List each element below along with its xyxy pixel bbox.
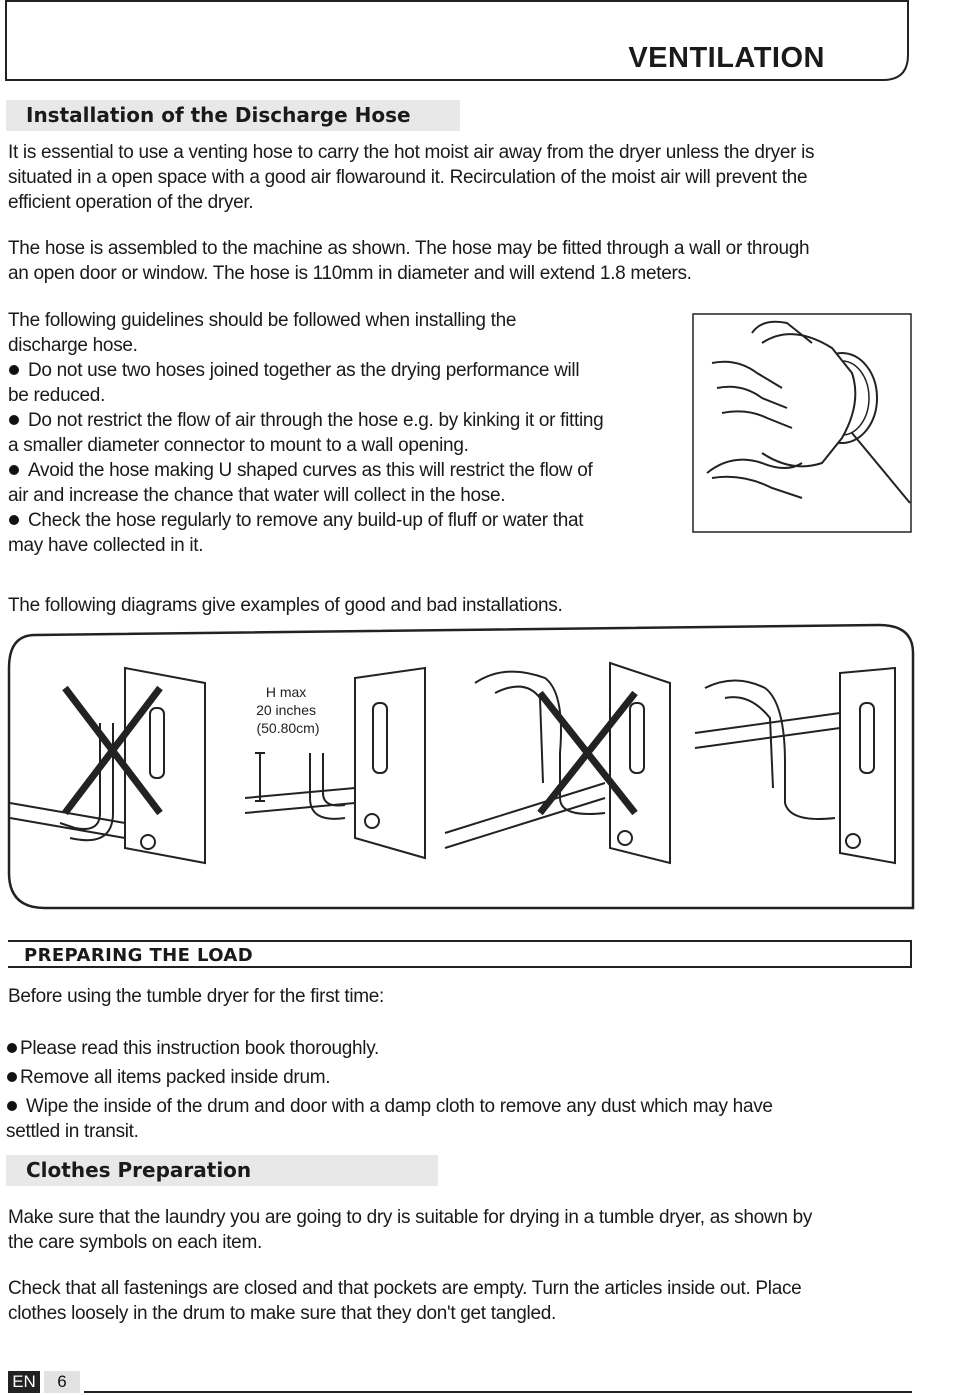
bad-install-diagram-1 [9, 666, 206, 865]
bad-install-diagram-2 [444, 661, 671, 865]
header-frame [5, 0, 909, 81]
preparing-intro: Before using the tumble dryer for the fi… [8, 986, 385, 1007]
hose-attachment-illustration [692, 313, 912, 533]
discharge-para-1: It is essential to use a venting hose to… [8, 142, 815, 213]
bullet-icon [9, 514, 19, 525]
section-heading-discharge-hose: Installation of the Discharge Hose [6, 100, 460, 131]
bullet-icon [7, 1071, 17, 1082]
preparing-item: Wipe the inside of the drum and door wit… [6, 1094, 912, 1119]
page-title: VENTILATION [628, 42, 825, 74]
preparing-item: Please read this instruction book thorou… [6, 1036, 912, 1061]
bullet-icon [7, 1042, 17, 1053]
guidelines-intro-line-1: The following guidelines should be follo… [8, 310, 517, 331]
clothes-para-1: Make sure that the laundry you are going… [8, 1207, 813, 1253]
guidelines-list: The following guidelines should be follo… [8, 308, 676, 558]
section-heading-preparing-the-load: PREPARING THE LOAD [8, 940, 912, 968]
installation-diagrams: H max 20 inches (50.80cm) [7, 623, 915, 910]
good-install-diagram [244, 666, 426, 860]
bullet-icon [9, 364, 19, 375]
section-heading-clothes-preparation: Clothes Preparation [6, 1155, 438, 1186]
bullet-icon [7, 1100, 17, 1111]
clothes-para-2: Check that all fastenings are closed and… [8, 1278, 802, 1324]
preparing-list: Please read this instruction book thorou… [6, 1036, 912, 1144]
guideline-item: Do not restrict the flow of air through … [8, 408, 676, 433]
guideline-item: Do not use two hoses joined together as … [8, 358, 676, 383]
footer-language-badge: EN [8, 1371, 40, 1393]
bullet-icon [9, 414, 19, 425]
bullet-icon [9, 464, 19, 475]
guideline-item: Avoid the hose making U shaped curves as… [8, 458, 676, 483]
guidelines-intro-line-2: discharge hose. [8, 335, 138, 356]
guideline-item: Check the hose regularly to remove any b… [8, 508, 676, 533]
preparing-item: Remove all items packed inside drum. [6, 1065, 912, 1090]
discharge-para-2: The hose is assembled to the machine as … [8, 238, 810, 284]
good-install-diagram-2 [694, 666, 896, 865]
height-label: H max 20 inches (50.80cm) [256, 684, 320, 736]
footer-rule [84, 1391, 912, 1393]
footer-page-number: 6 [44, 1371, 80, 1393]
diagrams-intro: The following diagrams give examples of … [8, 595, 563, 616]
